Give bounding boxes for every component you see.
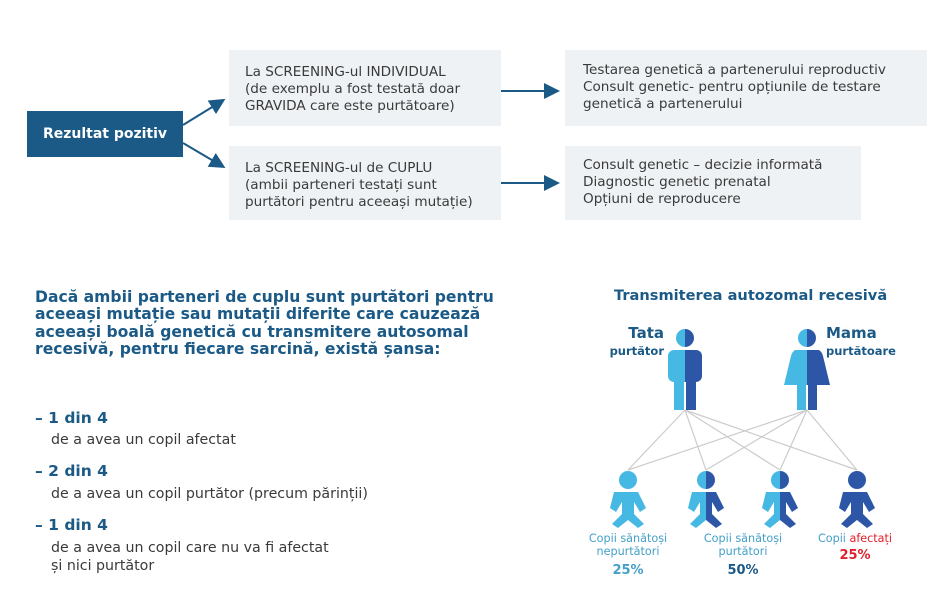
individual-outcome-text: Testarea genetică a partenerului reprodu…	[583, 62, 886, 112]
stat-title-affected: – 1 din 4	[35, 409, 108, 427]
mother-icon	[784, 329, 830, 410]
child-caption-healthy-noncarrier: Copii sănătoși nepurtători	[588, 532, 668, 558]
couple-screening-text: La SCREENING-ul de CUPLU (ambii partener…	[245, 160, 473, 210]
individual-screening-box	[229, 50, 501, 126]
child-caption-affected-prefix: Copii	[817, 532, 850, 545]
diagram-title: Transmiterea autozomal recesivă	[614, 287, 888, 304]
inheritance-lines	[627, 409, 858, 471]
father-icon	[668, 329, 702, 410]
individual-outcome-box	[565, 50, 927, 126]
couple-outcome-text: Consult genetic – decizie informată Diag…	[583, 157, 823, 207]
couple-outcome-box	[565, 146, 861, 220]
flow-arrows	[182, 83, 560, 191]
child-icon-healthy-noncarrier	[610, 471, 646, 528]
risk-headline: Dacă ambii parteneri de cuplu sunt purtă…	[35, 288, 494, 359]
mother-status: purtătoare	[826, 344, 896, 358]
couple-screening-box	[229, 146, 501, 220]
arrow-to-couple	[182, 142, 226, 169]
stat-title-carrier: – 2 din 4	[35, 462, 108, 480]
child-percent-affected: 25%	[839, 548, 871, 563]
child-caption-healthy-carrier: Copii sănătoși purtători	[703, 532, 783, 558]
father-name: Tata	[628, 324, 664, 342]
arrow-to-individual	[182, 98, 226, 126]
child-caption-affected-highlight: afectați	[849, 532, 893, 545]
individual-screening-text: La SCREENING-ul INDIVIDUAL (de exemplu a…	[245, 64, 461, 114]
stat-desc-healthy: de a avea un copil care nu va fi afectat…	[51, 540, 329, 574]
child-caption-affected: Copii afectați	[800, 532, 910, 545]
inheritance-figure	[610, 329, 875, 528]
child-percent-healthy-carrier: 50%	[727, 563, 759, 578]
child-icon-healthy-carrier-2	[762, 471, 798, 528]
result-positive-label: Rezultat pozitiv	[27, 111, 183, 157]
child-icon-healthy-carrier-1	[688, 471, 724, 528]
stat-desc-carrier: de a avea un copil purtător (precum pări…	[51, 486, 368, 502]
child-percent-healthy-noncarrier: 25%	[612, 563, 644, 578]
mother-name: Mama	[826, 324, 877, 342]
father-status: purtător	[609, 344, 664, 358]
stat-title-healthy: – 1 din 4	[35, 516, 108, 534]
stat-desc-affected: de a avea un copil afectat	[51, 432, 236, 448]
child-icon-affected	[839, 471, 875, 528]
